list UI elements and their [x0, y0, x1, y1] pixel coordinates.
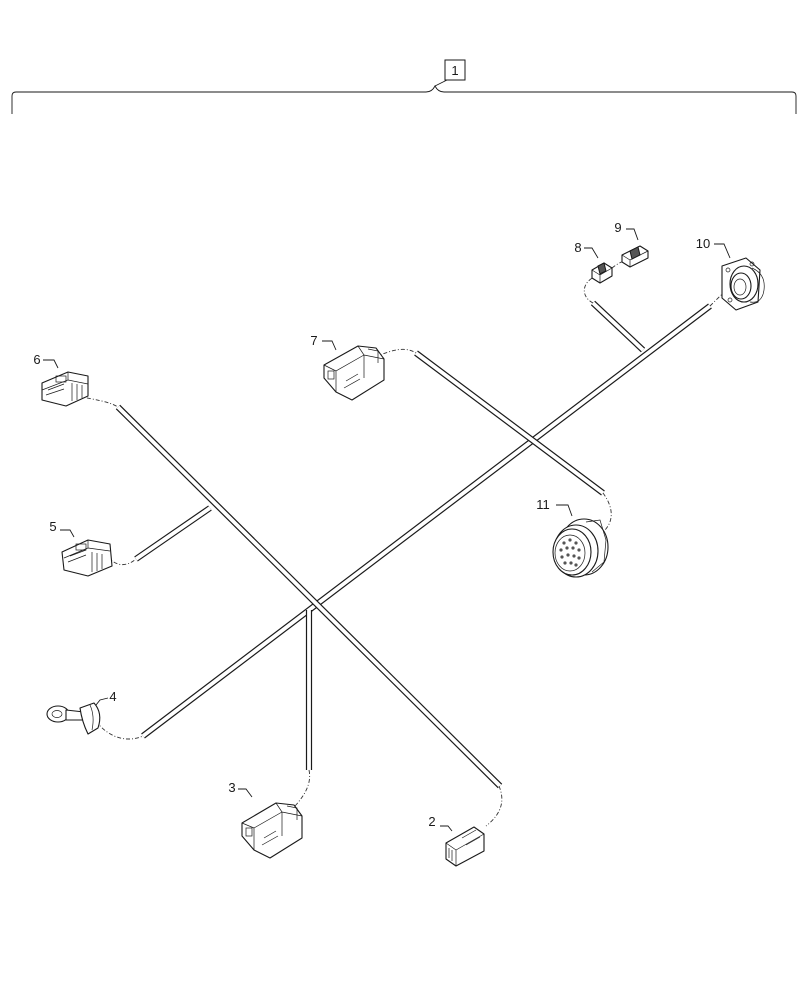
callout-labels: 2 3 4 5 6 7 8 9 10 11 [33, 220, 710, 829]
ring-terminal-part-4[interactable] [46, 702, 101, 735]
terminal-part-9[interactable] [621, 245, 649, 268]
callout-6-label: 6 [33, 352, 40, 367]
terminal-part-8[interactable] [591, 262, 613, 284]
callout-10-label: 10 [696, 236, 710, 251]
connector-part-7[interactable] [323, 345, 385, 401]
connector-part-3[interactable] [241, 802, 303, 859]
assembly-callout-label: 1 [451, 63, 458, 78]
connector-part-6[interactable] [41, 371, 89, 407]
harness-wires [115, 300, 712, 789]
callout-4-label: 4 [109, 689, 116, 704]
callout-3-label: 3 [228, 780, 235, 795]
connector-part-2[interactable] [445, 826, 485, 867]
circular-connector-part-11[interactable] [552, 518, 609, 578]
callout-leaders [43, 228, 731, 832]
connector-part-5[interactable] [61, 539, 113, 577]
assembly-bracket: 1 [11, 59, 797, 114]
connection-lines [77, 259, 729, 827]
callout-11-label: 11 [536, 497, 550, 512]
callout-2-label: 2 [428, 814, 435, 829]
callout-7-label: 7 [310, 333, 317, 348]
callout-5-label: 5 [49, 519, 56, 534]
callout-8-label: 8 [574, 240, 581, 255]
callout-9-label: 9 [614, 220, 621, 235]
receptacle-part-10[interactable] [721, 257, 765, 311]
